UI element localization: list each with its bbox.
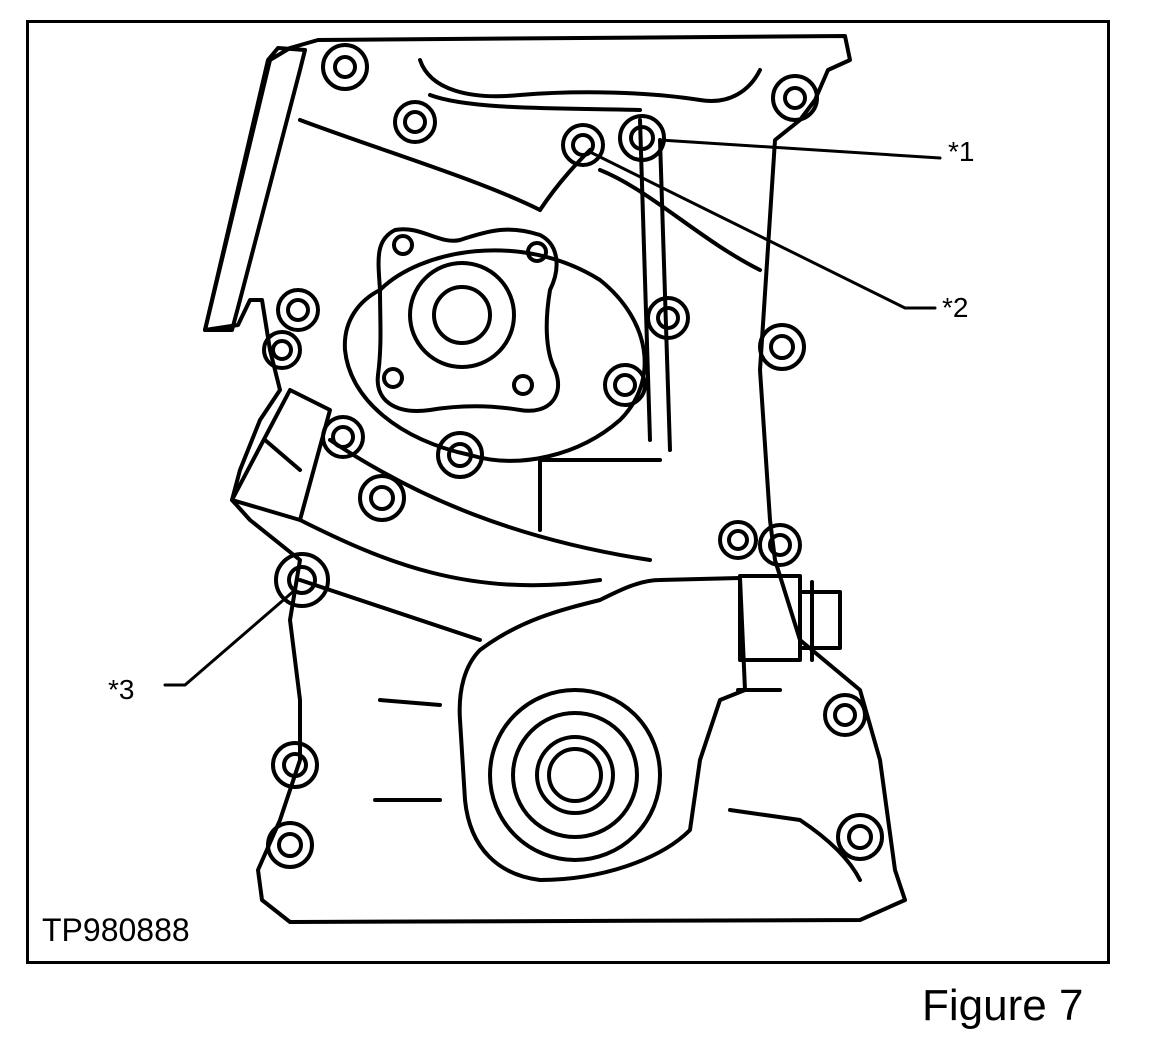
bolt-heads <box>262 43 884 869</box>
figure-frame <box>26 20 1110 964</box>
pump-housing <box>342 248 647 463</box>
callout-2-label: *2 <box>942 292 969 323</box>
pump-hub-inner <box>432 285 492 345</box>
figure-caption: Figure 7 <box>922 981 1084 1030</box>
oil-seal-outer <box>488 688 662 862</box>
leader-line-3 <box>163 588 297 687</box>
tensioner-arm <box>230 388 332 522</box>
top-rib <box>418 58 762 103</box>
leader-line-1 <box>658 138 942 160</box>
pump-hub-outer <box>408 261 516 369</box>
cover-outline <box>203 34 907 924</box>
relief-valve-block <box>738 574 802 662</box>
left-bracket <box>203 46 307 332</box>
oil-seal-inner <box>535 735 615 815</box>
drawing-code: TP980888 <box>42 912 190 948</box>
callout-3-label: *3 <box>108 674 135 705</box>
oil-pump-housing <box>457 576 747 882</box>
pump-flange <box>375 227 561 413</box>
leader-line-2 <box>588 150 937 310</box>
oil-seal-mid <box>511 711 639 839</box>
callout-1-label: *1 <box>948 136 975 167</box>
